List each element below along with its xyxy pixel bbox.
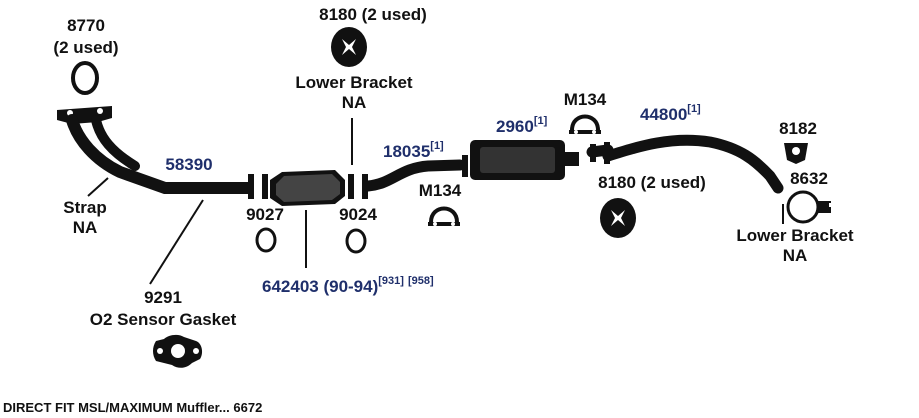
- label-lower-bracket-top-1: Lower Bracket: [295, 73, 412, 92]
- label-strap-2: NA: [73, 218, 98, 237]
- footer-text: DIRECT FIT MSL/MAXIMUM Muffler... 6672: [3, 400, 262, 415]
- hanger-8180-right-shape: [600, 198, 636, 238]
- label-8632: 8632: [790, 169, 828, 188]
- gasket-8770-shape: [71, 61, 99, 95]
- label-8182: 8182: [779, 119, 817, 138]
- flange-9024-right: [348, 174, 354, 199]
- label-9291: 9291: [144, 288, 182, 307]
- label-8770: 8770: [67, 16, 105, 35]
- hanger-8182-shape: [784, 143, 808, 164]
- label-strap-1: Strap: [63, 198, 106, 217]
- label-44800: 44800[1]: [640, 103, 701, 124]
- label-18035: 18035[1]: [383, 140, 444, 161]
- clamp-m134-mid-shape: [428, 206, 460, 226]
- label-58390: 58390: [165, 155, 212, 174]
- manifold-flange-shape: [57, 106, 112, 124]
- hanger-8180-top-shape: [331, 27, 367, 67]
- label-8180-right: 8180 (2 used): [598, 173, 706, 192]
- label-o2-sensor-gasket: O2 Sensor Gasket: [90, 310, 237, 329]
- label-642403: 642403 (90-94)[931][958]: [262, 275, 434, 296]
- label-9027: 9027: [246, 205, 284, 224]
- label-9024: 9024: [339, 205, 377, 224]
- pipe-18035-shape: [362, 159, 466, 192]
- clamp-m134-top-shape: [569, 114, 601, 134]
- flange-9027-left: [248, 174, 254, 199]
- label-lower-bracket-top-2: NA: [342, 93, 367, 112]
- gasket-9024-ring: [345, 228, 367, 254]
- label-2960: 2960[1]: [496, 115, 548, 136]
- label-m134-top: M134: [564, 90, 607, 109]
- clamp-8632-shape: [786, 190, 833, 224]
- o2-gasket-9291-shape: [153, 334, 203, 368]
- label-lower-bracket-right-2: NA: [783, 246, 808, 265]
- label-lower-bracket-right-1: Lower Bracket: [736, 226, 853, 245]
- gasket-9027-ring: [255, 227, 277, 253]
- label-8180-top: 8180 (2 used): [319, 5, 427, 24]
- leader-9291: [149, 199, 204, 285]
- front-pipe-58390-shape: [66, 114, 254, 194]
- label-8770-qty: (2 used): [53, 38, 118, 57]
- leader-strap: [87, 177, 109, 197]
- label-m134-mid: M134: [419, 181, 462, 200]
